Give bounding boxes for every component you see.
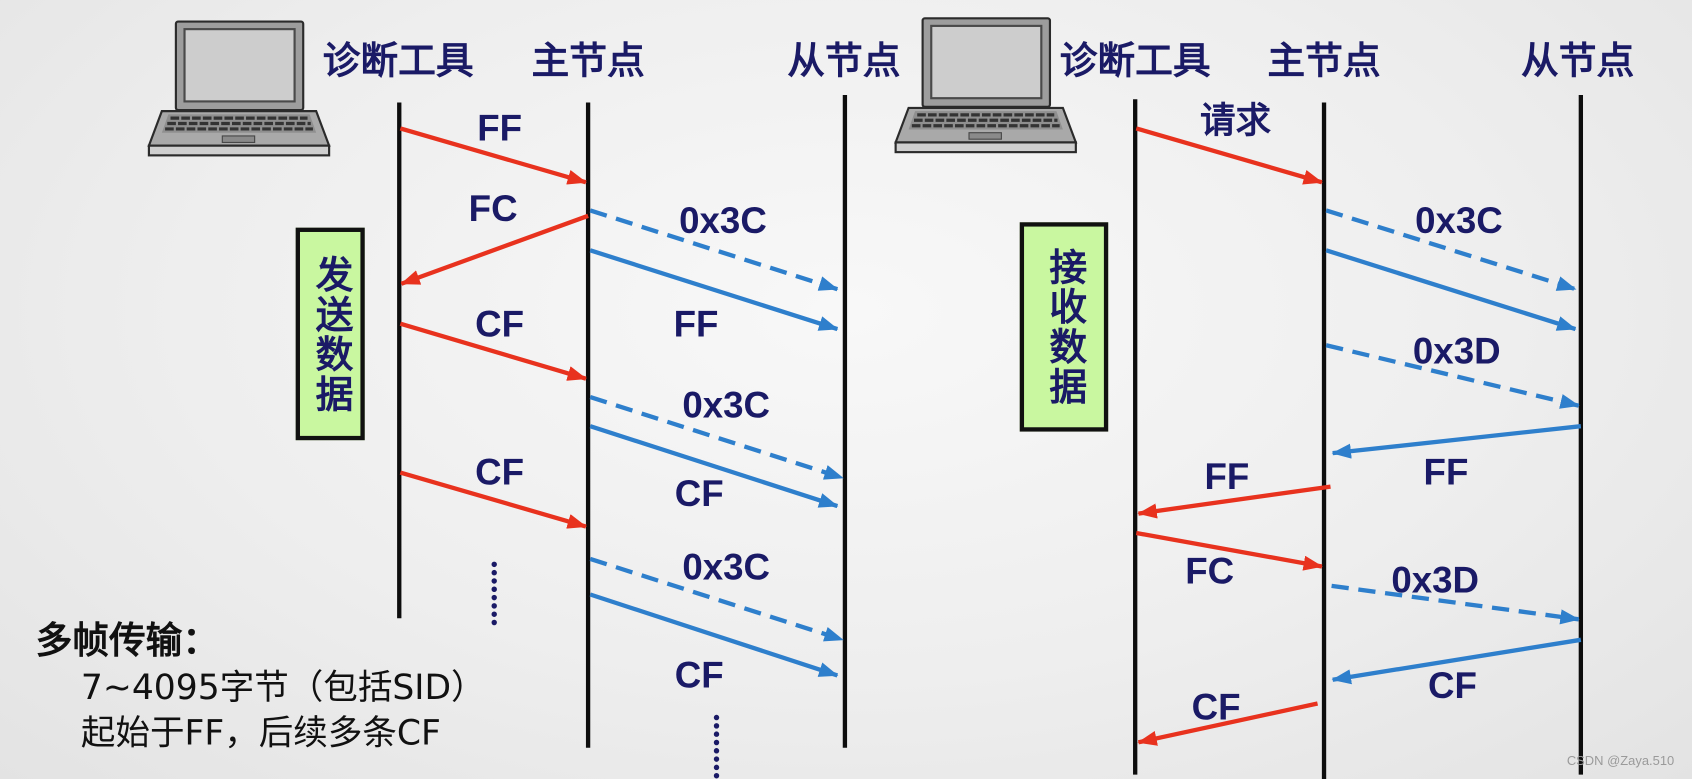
label-cf-slave-to-master: CF: [1428, 665, 1477, 706]
arrow-request-tool-to-master: [1135, 126, 1323, 185]
label-cf-master-to-slave-2: CF: [675, 654, 724, 695]
laptop-icon: [894, 17, 1078, 154]
arrow-ff-master-to-tool: [1137, 484, 1331, 519]
send-data-box: 发送数据: [295, 227, 365, 441]
arrow-ff-tool-to-master: [399, 126, 587, 185]
arrow-fc-master-to-tool: [400, 213, 589, 286]
arrow-fc-tool-to-master: [1135, 530, 1323, 571]
notes-title: 多帧传输：: [35, 619, 220, 663]
arrow-0x3c-master-to-slave-2: [589, 394, 844, 481]
watermark: CSDN @Zaya.510: [1566, 753, 1675, 769]
arrow-0x3c-master-to-slave-3: [589, 556, 844, 642]
label-0x3c: 0x3C: [1415, 200, 1503, 241]
label-0x3d-2: 0x3D: [1391, 559, 1479, 600]
laptop-screen: [930, 24, 1043, 100]
header-master-node: 主节点: [1267, 38, 1380, 82]
label-fc-master-to-tool: FC: [469, 188, 518, 229]
laptop-touchpad: [221, 135, 256, 143]
label-0x3d-1: 0x3D: [1413, 331, 1501, 372]
label-cf-tool-to-master-2: CF: [475, 451, 524, 492]
right-diagram: 诊断工具 主节点 从节点 请求 0x3C 0x3D FF FF FC: [894, 17, 1634, 779]
laptop-icon: [147, 20, 331, 157]
arrow-0x3c-master-to-slave-1: [589, 208, 839, 292]
label-ff-tool-to-master: FF: [477, 107, 522, 148]
arrow-0x3c-master-to-slave: [1325, 208, 1577, 292]
laptop-touchpad: [968, 132, 1002, 140]
arrow-cf-master-to-slave-1: [589, 424, 839, 509]
arrow-0x3d-master-to-slave-1: [1325, 343, 1580, 409]
label-fc-tool-to-master: FC: [1185, 551, 1234, 592]
label-ff-slave-to-master: FF: [1424, 451, 1469, 492]
label-ff-master-to-slave: FF: [674, 304, 719, 345]
header-master-node: 主节点: [531, 38, 644, 82]
label-0x3c-1: 0x3C: [679, 200, 767, 241]
label-ff-master-to-tool: FF: [1205, 456, 1250, 497]
laptop-front-edge: [147, 144, 331, 157]
laptop-front-edge: [894, 141, 1077, 154]
arrow-request-master-to-slave: [1325, 248, 1577, 332]
header-diagnostic-tool: 诊断工具: [323, 38, 474, 82]
arrow-cf-master-to-slave-2: [589, 592, 839, 678]
send-data-label: 发送数据: [309, 254, 353, 414]
arrow-cf-tool-to-master-1: [399, 321, 587, 381]
header-slave-node: 从节点: [787, 38, 900, 82]
arrow-cf-slave-to-master: [1331, 637, 1582, 685]
notes-line-length: 7~4095字节（包括SID）: [80, 666, 486, 708]
header-diagnostic-tool: 诊断工具: [1060, 38, 1211, 82]
left-diagram: 诊断工具 主节点 从节点 FF FC 0x3C FF CF 0x3C: [147, 20, 900, 779]
receive-data-label: 接收数据: [1042, 247, 1087, 407]
label-0x3c-2: 0x3C: [682, 385, 770, 426]
header-slave-node: 从节点: [1521, 38, 1634, 82]
label-cf-master-to-tool: CF: [1192, 687, 1241, 728]
laptop-screen: [183, 28, 296, 103]
label-cf-tool-to-master-1: CF: [475, 304, 524, 345]
receive-data-box: 接收数据: [1019, 222, 1109, 432]
arrow-0x3d-master-to-slave-2: [1331, 583, 1580, 625]
notes-line-sequence: 起始于FF，后续多条CF: [80, 712, 441, 754]
arrow-ff-master-to-slave: [589, 248, 839, 332]
label-0x3c-3: 0x3C: [682, 546, 770, 587]
label-request: 请求: [1200, 101, 1272, 142]
arrow-cf-master-to-tool: [1137, 701, 1319, 746]
arrow-ff-slave-to-master: [1331, 424, 1582, 459]
label-cf-master-to-slave-1: CF: [675, 473, 724, 514]
arrow-cf-tool-to-master-2: [399, 470, 587, 529]
